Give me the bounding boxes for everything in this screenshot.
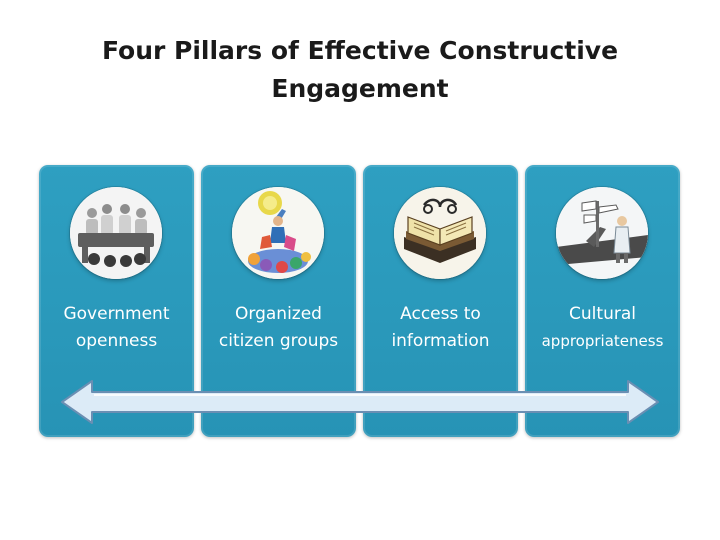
pillar-label: Organized citizen groups: [203, 301, 354, 355]
pillar-label-line-2: openness: [75, 331, 158, 351]
government-meeting-icon: [70, 187, 162, 279]
signpost-person-icon: [556, 187, 648, 279]
title-line-1: Four Pillars of Effective Constructive: [101, 36, 619, 65]
pillar-label: Access to information: [365, 301, 516, 355]
pillar-government-openness: Government openness: [39, 165, 194, 437]
title-line-2: Engagement: [271, 74, 449, 103]
double-headed-arrow-icon: [58, 377, 662, 427]
pillar-label-line-1: Government: [63, 304, 170, 324]
pillar-label-line-1: Access to: [400, 304, 481, 324]
pillar-label: Cultural appropriateness: [527, 301, 678, 355]
pillar-label-line-1: Organized: [235, 304, 322, 324]
pillar-label-line-2: appropriateness: [541, 332, 664, 350]
pillar-label-line-2: citizen groups: [218, 331, 339, 351]
open-book-icon: [394, 187, 486, 279]
slide-title: Four Pillars of Effective Constructive E…: [60, 32, 660, 108]
pillar-label-line-2: information: [391, 331, 490, 351]
citizen-group-icon: [232, 187, 324, 279]
pillar-label: Government openness: [41, 301, 192, 355]
pillar-label-line-1: Cultural: [569, 304, 636, 324]
